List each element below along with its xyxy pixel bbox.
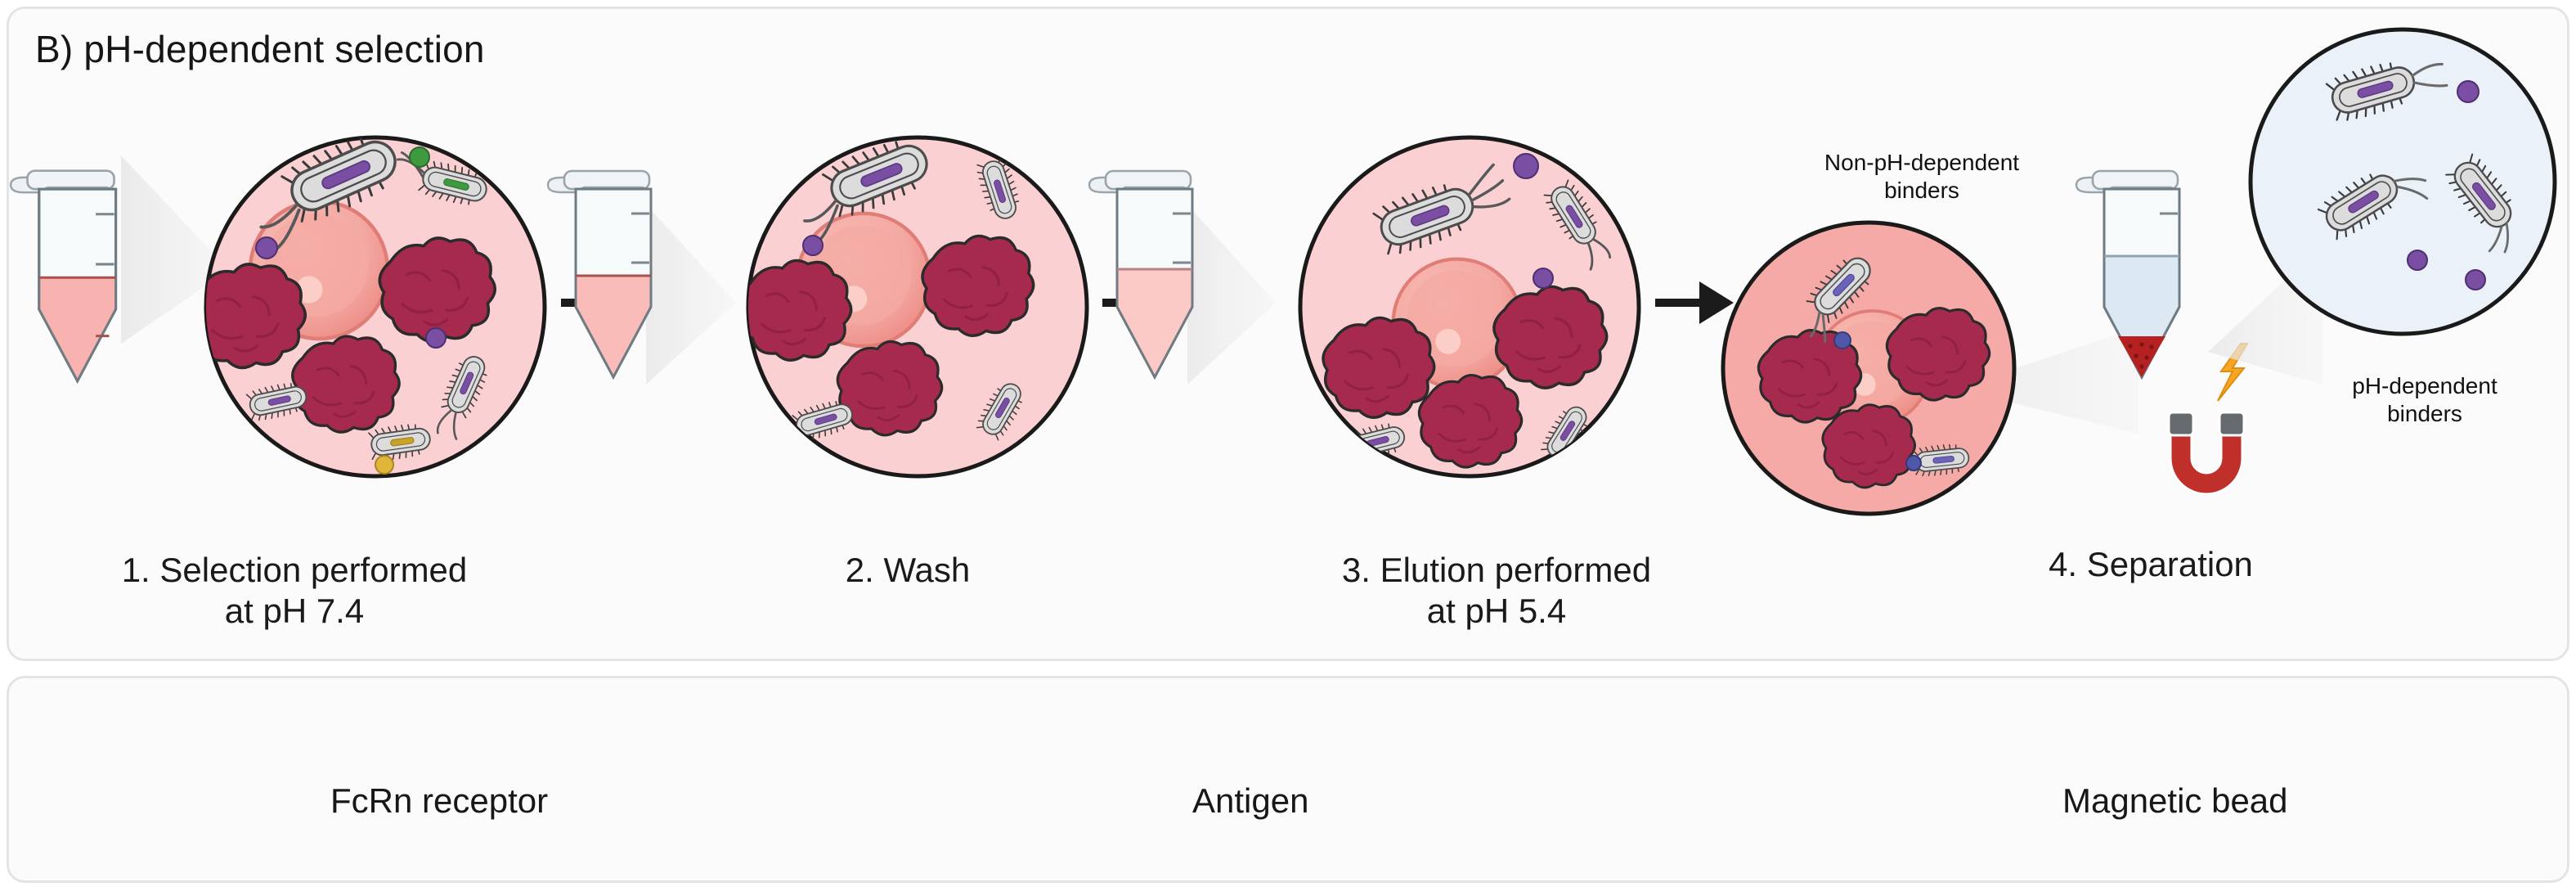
step-2-graphic (546, 135, 1089, 479)
legend-label-antigen: Antigen (1192, 781, 1309, 820)
legend-label-magnetic-bead: Magnetic bead (2062, 781, 2288, 820)
step-4-graphic (1721, 27, 2557, 516)
step-caption-3: 3. Elution performed at pH 5.4 (1341, 551, 1652, 631)
step-1-selection-graphic (9, 155, 229, 384)
legend-item-antigen: Antigen (1192, 781, 1308, 821)
microcentrifuge-tube-icon (1088, 169, 1194, 380)
legend-item-fcrn-receptor: FcRn receptor (330, 781, 548, 821)
microcentrifuge-tube-icon (2075, 169, 2181, 380)
microcentrifuge-tube-icon (9, 169, 118, 384)
step-3-graphic (1088, 135, 1641, 479)
phage-bacteria-icon (973, 376, 1030, 443)
page-title: B) pH-dependent selection (35, 28, 485, 70)
phage-bacteria-icon (1912, 441, 1972, 479)
phage-bacteria-icon (973, 155, 1025, 224)
phage-bacteria-icon (1541, 178, 1612, 271)
arrow-right-icon (1655, 281, 1734, 324)
phage-bacteria-icon (436, 350, 494, 440)
magnet-icon (2167, 411, 2246, 496)
legend-item-magnetic-bead: Magnetic bead (2062, 781, 2288, 821)
legend-label-fcrn-receptor: FcRn receptor (330, 781, 549, 820)
annotation-non-ph-dependent-binders: Non-pH-dependent binders (1824, 150, 2020, 204)
phage-bacteria-icon (791, 396, 857, 444)
step-caption-2: 2. Wash (845, 551, 971, 589)
phage-bacteria-icon (2315, 163, 2429, 244)
microcentrifuge-tube-icon (546, 169, 653, 380)
step-caption-1: 1. Selection performed at pH 7.4 (121, 551, 468, 631)
phage-bacteria-icon (2324, 55, 2448, 125)
phage-bacteria-icon (1371, 163, 1511, 260)
annotation-ph-dependent-binders: pH-dependent binders (2352, 373, 2497, 427)
phage-bacteria-icon (245, 379, 310, 424)
step-caption-4: 4. Separation (2049, 545, 2253, 583)
phage-bacteria-icon (2442, 151, 2523, 254)
panel-1-magnifier (204, 135, 547, 479)
legend-panel (7, 676, 2569, 883)
phage-bacteria-icon (1803, 247, 1881, 344)
phage-bacteria-icon (367, 421, 433, 463)
phage-bacteria-icon (1537, 399, 1595, 466)
